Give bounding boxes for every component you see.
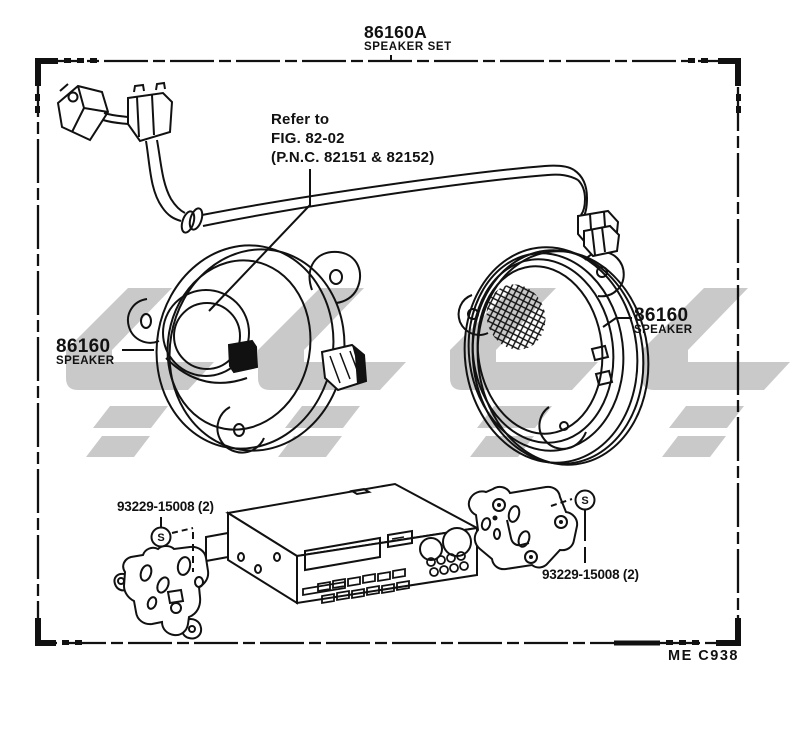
radio-knob-icon [419,537,443,561]
harness-connector-a-icon [56,84,110,142]
right-speaker-part-number: 86160 [634,305,689,326]
speaker-grille-icon [486,284,546,350]
right-bracket-drawing [467,485,579,571]
left-fastener-part-number: 93229-15008 (2) [117,499,214,514]
harness-connector-b-icon [127,91,174,143]
speaker-terminal-icon [227,339,259,374]
figure-part-name: SPEAKER SET [364,41,452,53]
reference-note-line3: (P.N.C. 82151 & 82152) [271,149,435,166]
fastener-symbol-circle-icon [150,526,172,548]
footer-code: ME C938 [668,648,739,664]
refer-note-leader-line [208,169,311,312]
right-speaker-part-name: SPEAKER [634,324,693,336]
fastener-symbol-circle-icon [574,489,596,511]
right-speaker-drawing [457,224,650,466]
radio-slot-icon [387,529,413,549]
reference-note-line2: FIG. 82-02 [271,130,345,147]
radio-knob-icon [442,527,472,557]
left-fastener-callout [150,517,194,572]
left-fastener-symbol: S [157,532,165,544]
dashed-border-frame [35,58,741,646]
radio-display-icon [304,536,381,572]
left-speaker-drawing [127,244,368,454]
right-fastener-symbol: S [581,495,589,507]
left-speaker-part-name: SPEAKER [56,355,115,367]
right-fastener-part-number: 93229-15008 (2) [542,567,639,582]
left-bracket-drawing [113,545,210,640]
leader-lines [122,55,632,351]
reference-note-line1: Refer to [271,111,330,128]
cable-grommet-icon [180,210,196,234]
reference-note: Refer to FIG. 82-02 (P.N.C. 82151 & 8215… [271,110,434,167]
radio-unit-drawing [205,482,481,605]
radio-buttons [302,551,469,605]
right-fastener-callout [550,489,596,563]
wire-harness-drawing [56,81,620,254]
left-speaker-part-number: 86160 [56,336,111,357]
figure-part-number: 86160A [364,22,428,42]
